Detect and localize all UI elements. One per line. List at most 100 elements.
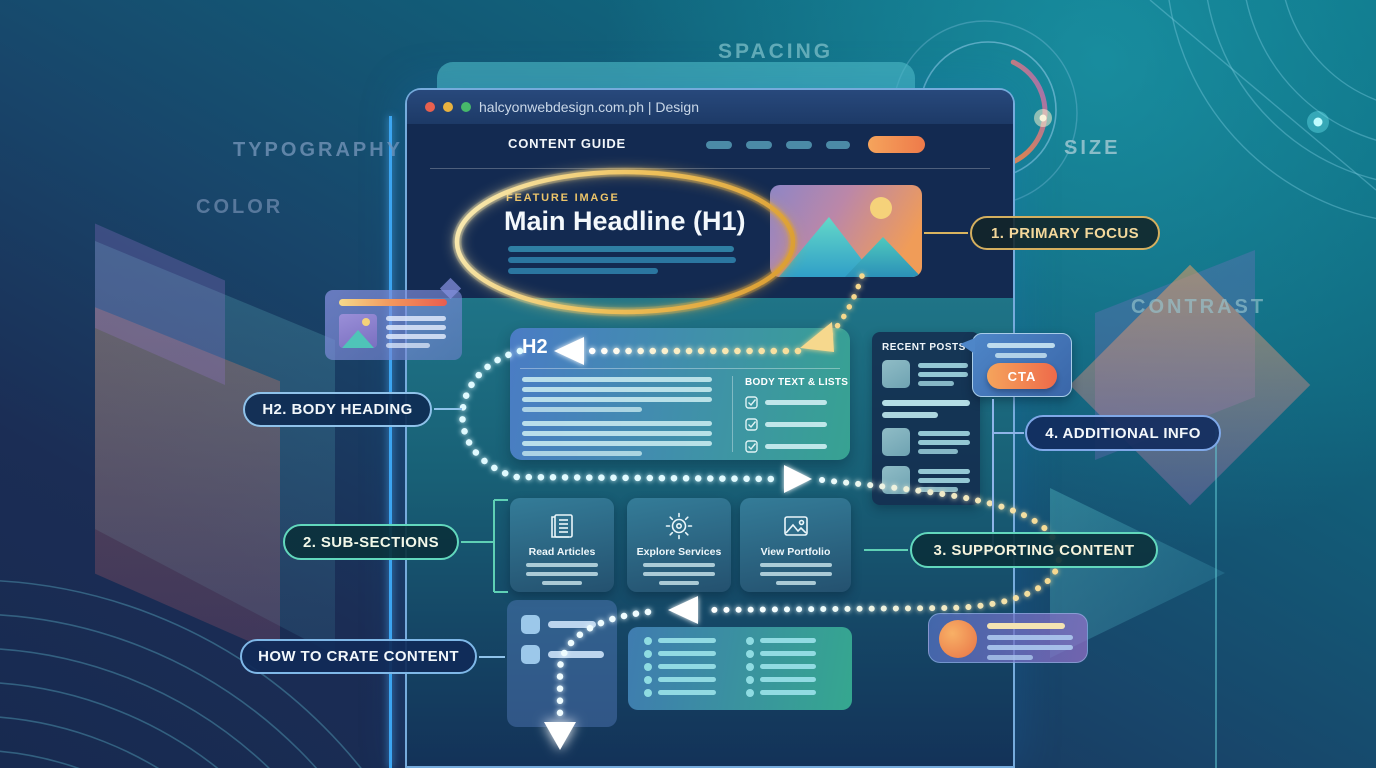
text-line: [643, 572, 715, 576]
mountain-icon: [342, 330, 374, 348]
close-window-icon[interactable]: [425, 102, 435, 112]
text-line: [522, 407, 642, 412]
checkbox-icon: [745, 396, 758, 409]
text-line: [987, 623, 1065, 629]
text-line: [522, 421, 712, 426]
sun-icon: [362, 318, 370, 326]
text-line: [760, 638, 816, 643]
text-line: [522, 377, 712, 382]
text-line: [658, 664, 716, 669]
h2-section-card: H2 BODY TEXT & LISTS: [510, 328, 850, 460]
text-line: [548, 651, 604, 658]
text-line: [522, 441, 712, 446]
hero-headline: Main Headline (H1): [504, 206, 746, 236]
text-line: [882, 412, 938, 418]
nav-pill[interactable]: [786, 141, 812, 149]
post-thumbnail[interactable]: [882, 360, 910, 388]
card-label: Read Articles: [528, 546, 596, 558]
avatar-circle: [939, 620, 977, 658]
cta-button[interactable]: CTA: [987, 363, 1057, 389]
text-line: [760, 664, 816, 669]
body-text-lists-title: BODY TEXT & LISTS: [745, 377, 849, 388]
article-preview-bubble: [325, 277, 462, 360]
bullet-square: [521, 645, 540, 664]
nav-pill[interactable]: [746, 141, 772, 149]
post-thumbnail[interactable]: [882, 428, 910, 456]
text-line: [386, 334, 446, 339]
text-line: [918, 487, 958, 492]
bullet-dot: [644, 676, 652, 684]
header-cta-button[interactable]: [868, 136, 925, 153]
text-line: [918, 381, 954, 386]
card-read-articles[interactable]: Read Articles: [510, 498, 614, 592]
page-title: CONTENT GUIDE: [508, 136, 627, 151]
callout-additional-info: 4. ADDITIONAL INFO: [1025, 415, 1221, 451]
text-line: [386, 316, 446, 321]
bullet-dot: [746, 650, 754, 658]
checkbox-icon: [745, 418, 758, 431]
text-line: [775, 581, 816, 585]
post-thumbnail[interactable]: [882, 466, 910, 494]
window-title: halcyonwebdesign.com.ph | Design: [479, 99, 699, 115]
text-line: [918, 469, 970, 474]
callout-primary-focus: 1. PRIMARY FOCUS: [970, 216, 1160, 250]
promo-card: [928, 613, 1088, 663]
callout-supporting-content: 3. SUPPORTING CONTENT: [910, 532, 1158, 568]
text-line: [995, 353, 1047, 358]
callout-body-heading: H2. BODY HEADING: [243, 392, 432, 427]
zoom-window-icon[interactable]: [461, 102, 471, 112]
bullet-list-card: [628, 627, 852, 710]
text-line: [918, 440, 970, 445]
text-line: [765, 444, 827, 449]
header-divider: [430, 168, 990, 169]
text-line: [522, 387, 712, 392]
article-icon: [551, 514, 573, 538]
text-line: [987, 655, 1033, 660]
feature-image[interactable]: [770, 185, 922, 277]
text-line: [760, 690, 816, 695]
text-line: [759, 563, 832, 567]
text-line: [658, 677, 716, 682]
label-size: SIZE: [1064, 137, 1121, 159]
card-view-portfolio[interactable]: View Portfolio: [740, 498, 851, 592]
bullet-dot: [746, 637, 754, 645]
text-line: [918, 449, 958, 454]
minimize-window-icon[interactable]: [443, 102, 453, 112]
text-line: [386, 343, 430, 348]
text-line: [918, 372, 968, 377]
portfolio-icon: [783, 516, 808, 536]
text-line: [548, 621, 596, 628]
bullet-dot: [644, 689, 652, 697]
callout-sub-sections: 2. SUB-SECTIONS: [283, 524, 459, 560]
text-line: [643, 563, 715, 567]
text-line: [508, 268, 658, 274]
hero-eyebrow: FEATURE IMAGE: [506, 192, 620, 204]
text-line: [918, 431, 970, 436]
card-label: View Portfolio: [760, 546, 831, 558]
text-line: [765, 422, 827, 427]
window-titlebar: halcyonwebdesign.com.ph | Design: [407, 90, 1013, 124]
text-line: [987, 635, 1073, 640]
teal-accent-line: [1215, 430, 1217, 768]
text-line: [658, 638, 716, 643]
text-line: [522, 451, 642, 456]
text-line: [760, 677, 816, 682]
label-spacing: SPACING: [718, 40, 834, 63]
text-line: [882, 400, 970, 406]
bullet-square: [521, 615, 540, 634]
card-explore-services[interactable]: Explore Services: [627, 498, 731, 592]
text-line: [765, 400, 827, 405]
h2-heading: H2: [522, 336, 548, 358]
nav-pill[interactable]: [826, 141, 850, 149]
nav-pill[interactable]: [706, 141, 732, 149]
bubble-tail: [960, 338, 975, 354]
bullet-dot: [644, 663, 652, 671]
text-line: [508, 257, 736, 263]
gear-icon: [665, 512, 693, 540]
checklist-card: [507, 600, 617, 727]
callout-how-to: HOW TO CRATE CONTENT: [240, 639, 477, 674]
text-line: [987, 645, 1073, 650]
text-line: [542, 581, 582, 585]
gradient-headline-line: [339, 299, 447, 306]
h2-vertical-divider: [732, 376, 733, 452]
